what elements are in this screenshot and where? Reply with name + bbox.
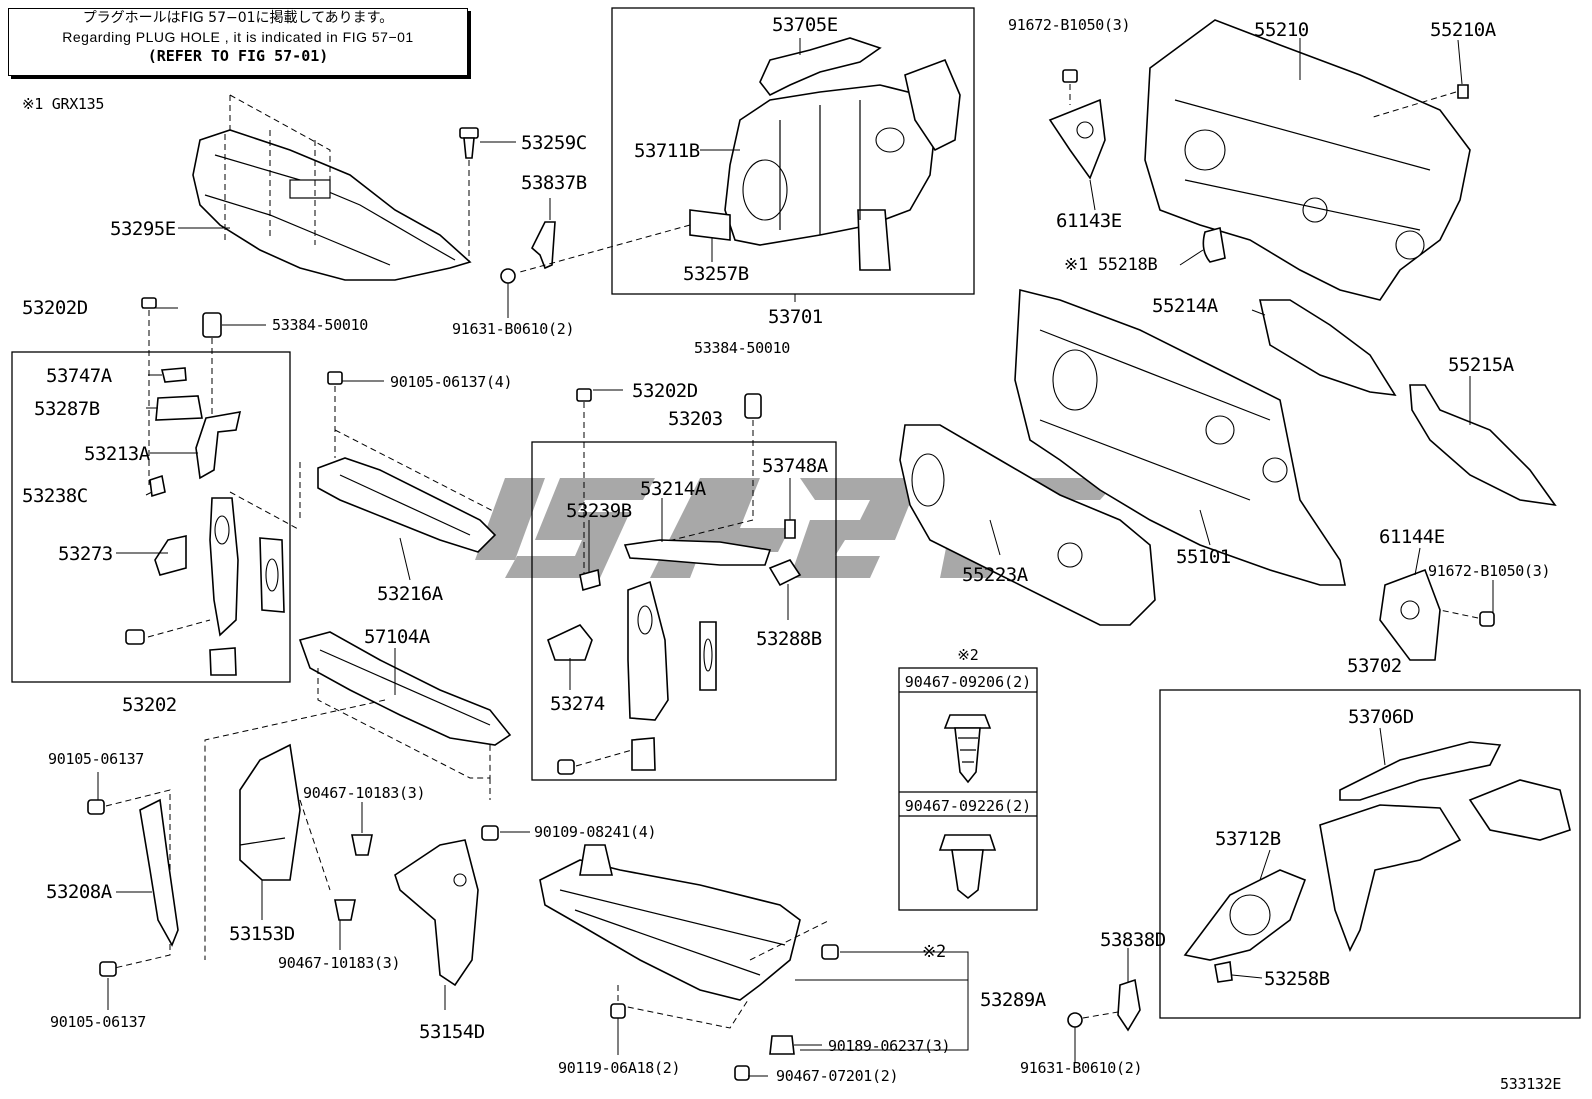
label-55218B: ※1 55218B [1064,255,1158,275]
label-90105-06137-lower: 90105-06137 [50,1013,147,1031]
label-53203: 53203 [668,408,723,430]
label-53838D: 53838D [1100,929,1166,951]
bolt-90109 [481,825,530,841]
label-90119-06A18: 90119-06A18(2) [558,1059,681,1077]
part-61143E-shape [1048,69,1106,180]
label-57104A: 57104A [364,626,430,648]
label-55223A: 55223A [962,564,1028,586]
part-55214A-shape [1259,299,1397,396]
assembly-box-53702 [1159,689,1581,1019]
label-53701: 53701 [768,306,823,328]
label-61144E: 61144E [1379,526,1445,548]
part-61144E-shape [1379,568,1495,661]
label-61143E: 61143E [1056,210,1122,232]
label-53711B: 53711B [634,140,700,162]
clip-detail-drawings [938,714,997,900]
label-53747A: 53747A [46,365,112,387]
clip-detail-box [898,667,1038,911]
part-53838D-shape [1067,978,1141,1062]
bolt-91631-left [500,268,516,318]
label-53288B: 53288B [756,628,822,650]
label-53273: 53273 [58,543,113,565]
label-53384-50010-left: 53384-50010 [272,316,369,334]
label-90467-10183-lower: 90467-10183(3) [278,954,401,972]
part-55218B-shape [1202,227,1226,263]
label-53202D-left: 53202D [22,297,88,319]
note-line-english: Regarding PLUG HOLE , it is indicated in… [62,29,414,45]
clip-panel-marker: ※2 [957,646,979,664]
label-53208A: 53208A [46,881,112,903]
label-91631-B0610-right: 91631-B0610(2) [1020,1059,1143,1077]
label-53154D: 53154D [419,1021,485,1043]
part-53701-shape [519,37,961,273]
label-53153D: 53153D [229,923,295,945]
label-53748A: 53748A [762,455,828,477]
part-55210-shape [1144,19,1471,301]
leader-lines [97,38,1494,1077]
label-53705E: 53705E [772,14,838,36]
label-53274: 53274 [550,693,605,715]
label-53706D: 53706D [1348,706,1414,728]
label-55214A: 55214A [1152,295,1218,317]
assembly-box-53203 [531,441,837,781]
part-55101-shape [1014,288,1346,586]
label-53214A: 53214A [640,478,706,500]
part-57104A-shape [204,631,512,960]
part-53203-shapes [547,388,802,775]
label-53259C: 53259C [521,132,587,154]
part-53202-shapes [125,297,301,676]
label-53712B: 53712B [1215,828,1281,850]
label-53202: 53202 [122,694,177,716]
label-91672-B1050-top: 91672-B1050(3) [1008,16,1131,34]
label-53239B: 53239B [566,500,632,522]
variant-note: ※1 GRX135 [22,95,105,113]
label-90189-06237: 90189-06237(3) [828,1037,951,1055]
part-53216A-shape [299,371,497,553]
part-53295E-shape [192,94,472,281]
plug-hole-note-box: プラグホールはFIG 57−01に掲載してあります。 Regarding PLU… [8,8,468,76]
label-53384-50010-center: 53384-50010 [694,339,791,357]
label-55210: 55210 [1254,19,1309,41]
label-53289A: 53289A [980,989,1046,1011]
fasteners-53259C-53837B [459,127,556,270]
label-90467-10183-upper: 90467-10183(3) [303,784,426,802]
clips-90467-10183 [299,799,373,921]
label-53258B: 53258B [1264,968,1330,990]
label-91672-B1050-right: 91672-B1050(3) [1428,562,1551,580]
label-53257B: 53257B [683,263,749,285]
label-55101: 55101 [1176,546,1231,568]
part-53153D-shape [239,743,301,881]
label-53287B: 53287B [34,398,100,420]
label-53837B: 53837B [521,172,587,194]
note-line-reference: (REFER TO FIG 57-01) [147,47,329,65]
label-53213A: 53213A [84,443,150,465]
assembly-box-53202 [11,351,291,683]
label-53216A: 53216A [377,583,443,605]
clip-panel-top-label: 90467-09206(2) [904,673,1032,691]
part-53154D-shape [394,839,479,987]
label-53702: 53702 [1347,655,1402,677]
label-53238C: 53238C [22,485,88,507]
figure-code: 533132E [1500,1075,1562,1093]
label-91631-B0610-left: 91631-B0610(2) [452,320,575,338]
label-53202D-center: 53202D [632,380,698,402]
label-90467-07201: 90467-07201(2) [776,1067,899,1085]
part-55215A-shape [1409,384,1557,507]
label-55215A: 55215A [1448,354,1514,376]
label-55210A: 55210A [1430,19,1496,41]
part-55223A-shape [899,424,1156,626]
label-90105-06137-4: 90105-06137(4) [390,373,513,391]
clip-panel-bottom-label: 90467-09226(2) [904,797,1032,815]
part-53702-shapes [1183,741,1571,983]
label-53295E: 53295E [110,218,176,240]
part-53208A-shape [87,789,179,977]
label-90105-06137-upper: 90105-06137 [48,750,145,768]
note-line-japanese: プラグホールはFIG 57−01に掲載してあります。 [82,10,394,26]
part-53289A-shape [539,844,969,1081]
label-90109-08241: 90109-08241(4) [534,823,657,841]
label-marker-2: ※2 [922,942,946,962]
assembly-box-53701 [611,7,975,295]
